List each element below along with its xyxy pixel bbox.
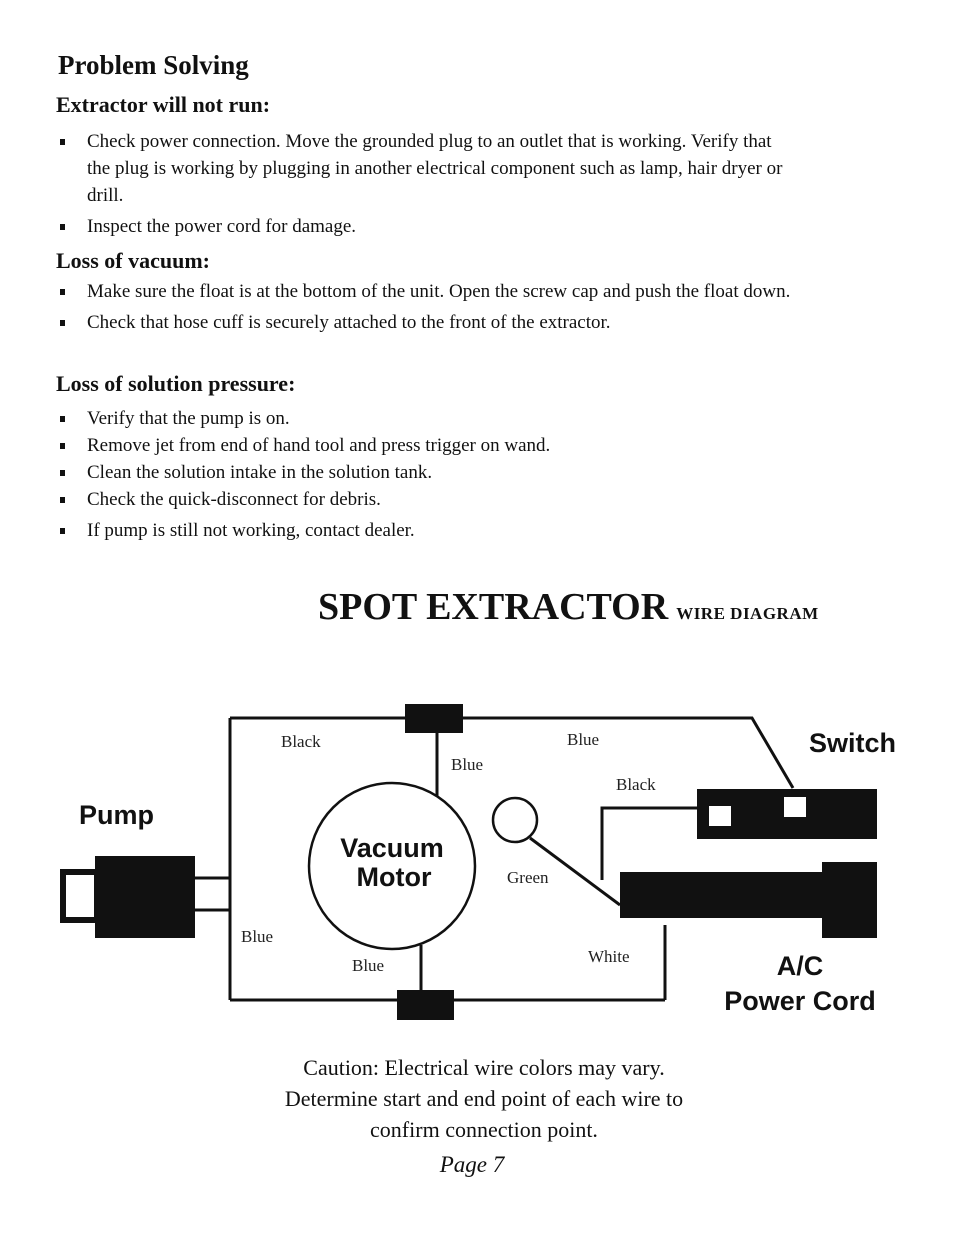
wire-label-black-top: Black [281,732,321,751]
switch-terminal-left [709,806,731,826]
wire-label-blue-left: Blue [241,927,273,946]
wire-diagram: Black Blue Blue Black Green Blue Blue Wh… [60,704,896,1020]
wire-top-black-blue [230,716,795,789]
list-item: Inspect the power cord for damage. [56,213,796,240]
vacuum-motor-label-line2: Motor [357,862,432,892]
wire-black-switch [600,806,697,880]
power-cord-label-line1: A/C [777,951,824,981]
list-item: If pump is still not working, contact de… [56,517,796,544]
section-heading-will-not-run: Extractor will not run: [56,92,271,117]
caution-line-2: Determine start and end point of each wi… [284,1086,684,1111]
power-cord-plug [822,862,877,938]
pump-label: Pump [79,800,154,830]
wire-label-blue-top-right: Blue [567,730,599,749]
list-item: Check that hose cuff is securely attache… [56,309,796,336]
wire-label-black-switch: Black [616,775,656,794]
connector-top [405,704,463,733]
wire-label-green: Green [507,868,549,887]
caution-note: Caution: Electrical wire colors may vary… [200,1052,768,1145]
pump-body [95,856,195,938]
wire-label-white: White [588,947,630,966]
page-number: Page 7 [439,1152,505,1177]
list-loss-of-solution-pressure: Verify that the pump is on. Remove jet f… [56,405,796,548]
switch-label: Switch [809,728,896,758]
pump-nozzle [60,869,100,923]
list-item: Clean the solution intake in the solutio… [56,459,796,486]
power-cord-body [620,872,822,918]
page-title: Problem Solving [58,50,249,80]
list-will-not-run: Check power connection. Move the grounde… [56,128,796,244]
section-heading-loss-of-solution-pressure: Loss of solution pressure: [56,371,296,396]
diagram-title-sub: WIRE DIAGRAM [676,604,819,623]
list-item: Check the quick-disconnect for debris. [56,486,796,513]
section-heading-loss-of-vacuum: Loss of vacuum: [56,248,211,273]
wire-green [529,836,621,907]
vacuum-motor-label-line1: Vacuum [340,833,444,863]
power-cord-label-line2: Power Cord [724,986,876,1016]
vacuum-motor-circle [307,781,477,951]
diagram-title-main: SPOT EXTRACTOR [318,586,669,628]
wire-label-blue-bottom: Blue [352,956,384,975]
diagram-title: SPOT EXTRACTOR WIRE DIAGRAM [318,585,819,629]
ground-ring [491,796,539,844]
caution-line-3: confirm connection point. [370,1117,598,1142]
list-item: Check power connection. Move the grounde… [56,128,796,209]
wire-label-blue-top-left: Blue [451,755,483,774]
switch-terminal-right [784,797,806,817]
list-item: Verify that the pump is on. [56,405,796,432]
caution-line-1: Caution: Electrical wire colors may vary… [303,1055,665,1080]
list-item: Remove jet from end of hand tool and pre… [56,432,796,459]
list-item: Make sure the float is at the bottom of … [56,278,796,305]
connector-bottom [397,990,454,1020]
list-loss-of-vacuum: Make sure the float is at the bottom of … [56,278,796,340]
